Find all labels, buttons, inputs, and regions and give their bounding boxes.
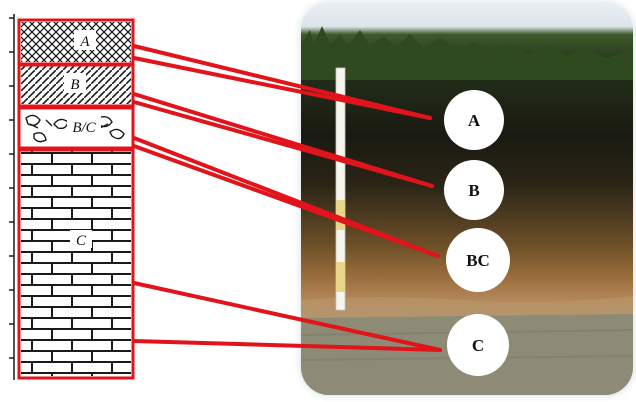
- connector-c-top: [132, 281, 442, 352]
- depth-ruler: [9, 14, 15, 380]
- connector-a-lower: [132, 56, 432, 120]
- circle-labels: A B BC C: [444, 90, 510, 376]
- horizon-c-pattern: [21, 150, 131, 376]
- horizon-c-box: [17, 148, 135, 380]
- connector-c-bottom: [132, 339, 442, 352]
- circle-bc-label: BC: [466, 251, 490, 270]
- horizon-b-label: B: [70, 77, 79, 93]
- circle-b: B: [444, 160, 504, 220]
- circle-c: C: [447, 314, 509, 376]
- horizon-a-label: A: [79, 34, 90, 50]
- horizon-bc-box: [17, 106, 135, 150]
- connector-b-lower: [132, 100, 434, 188]
- circle-b-label: B: [468, 181, 479, 200]
- horizon-b-box: [17, 63, 135, 108]
- circle-a-label: A: [468, 111, 481, 130]
- connector-lines: [132, 44, 442, 352]
- circle-bc: BC: [446, 228, 510, 292]
- horizon-column: A B B/C C: [9, 14, 135, 380]
- connector-bc-lower: [132, 144, 440, 258]
- circle-a: A: [444, 90, 504, 150]
- horizon-bc-label: B/C: [72, 120, 96, 136]
- horizon-c-label: C: [76, 233, 87, 249]
- measuring-stick: [335, 67, 346, 311]
- circle-c-label: C: [472, 336, 484, 355]
